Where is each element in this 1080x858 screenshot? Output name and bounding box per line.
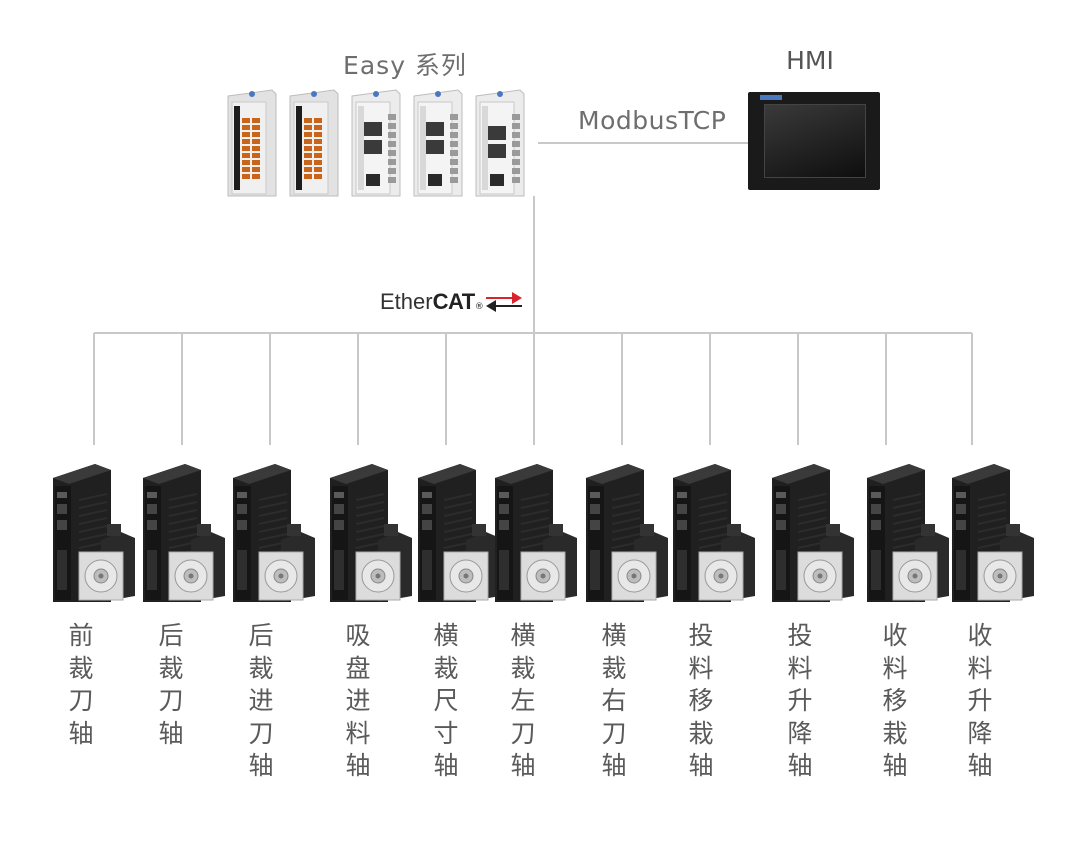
servo-drive-2 [139, 460, 229, 610]
plc-module-2 [284, 88, 340, 198]
hmi-device [748, 92, 880, 190]
servo-drive-4 [326, 460, 416, 610]
axis-label-8: 投料移栽轴 [688, 621, 714, 780]
plc-module-4 [408, 88, 464, 198]
axis-label-4: 吸盘进料轴 [345, 621, 371, 780]
ethercat-logo: Ether CAT ® [380, 282, 522, 322]
plc-module-1 [222, 88, 278, 198]
easy-plc-group [222, 88, 542, 200]
plc-module-5 [470, 88, 526, 198]
hmi-screen [764, 104, 866, 178]
hmi-brand-logo [760, 95, 782, 100]
axis-label-3: 后裁进刀轴 [248, 621, 274, 780]
servo-drive-3 [229, 460, 319, 610]
servo-drive-6 [491, 460, 581, 610]
axis-label-1: 前裁刀轴 [68, 621, 94, 748]
axis-label-5: 横裁尺寸轴 [433, 621, 459, 780]
modbus-label: ModbusTCP [578, 106, 727, 135]
servo-drive-8 [669, 460, 759, 610]
servo-drive-1 [49, 460, 139, 610]
ethercat-arrows-icon [485, 292, 522, 312]
hmi-title: HMI [786, 46, 834, 75]
axis-label-10: 收料移栽轴 [882, 621, 908, 780]
servo-drive-5 [414, 460, 504, 610]
servo-drive-7 [582, 460, 672, 610]
easy-series-title: Easy 系列 [343, 51, 467, 80]
servo-drive-11 [948, 460, 1038, 610]
axis-label-6: 横裁左刀轴 [510, 621, 536, 780]
axis-label-7: 横裁右刀轴 [601, 621, 627, 780]
axis-label-2: 后裁刀轴 [158, 621, 184, 748]
servo-drive-10 [863, 460, 953, 610]
servo-drive-9 [768, 460, 858, 610]
ethercat-logo-reg: ® [474, 302, 484, 312]
axis-label-11: 收料升降轴 [967, 621, 993, 780]
ethercat-logo-cat: CAT [432, 289, 476, 314]
ethercat-logo-ether: Ether [380, 289, 433, 314]
servo-drive-row [0, 460, 1080, 615]
plc-module-3 [346, 88, 402, 198]
axis-label-9: 投料升降轴 [787, 621, 813, 780]
